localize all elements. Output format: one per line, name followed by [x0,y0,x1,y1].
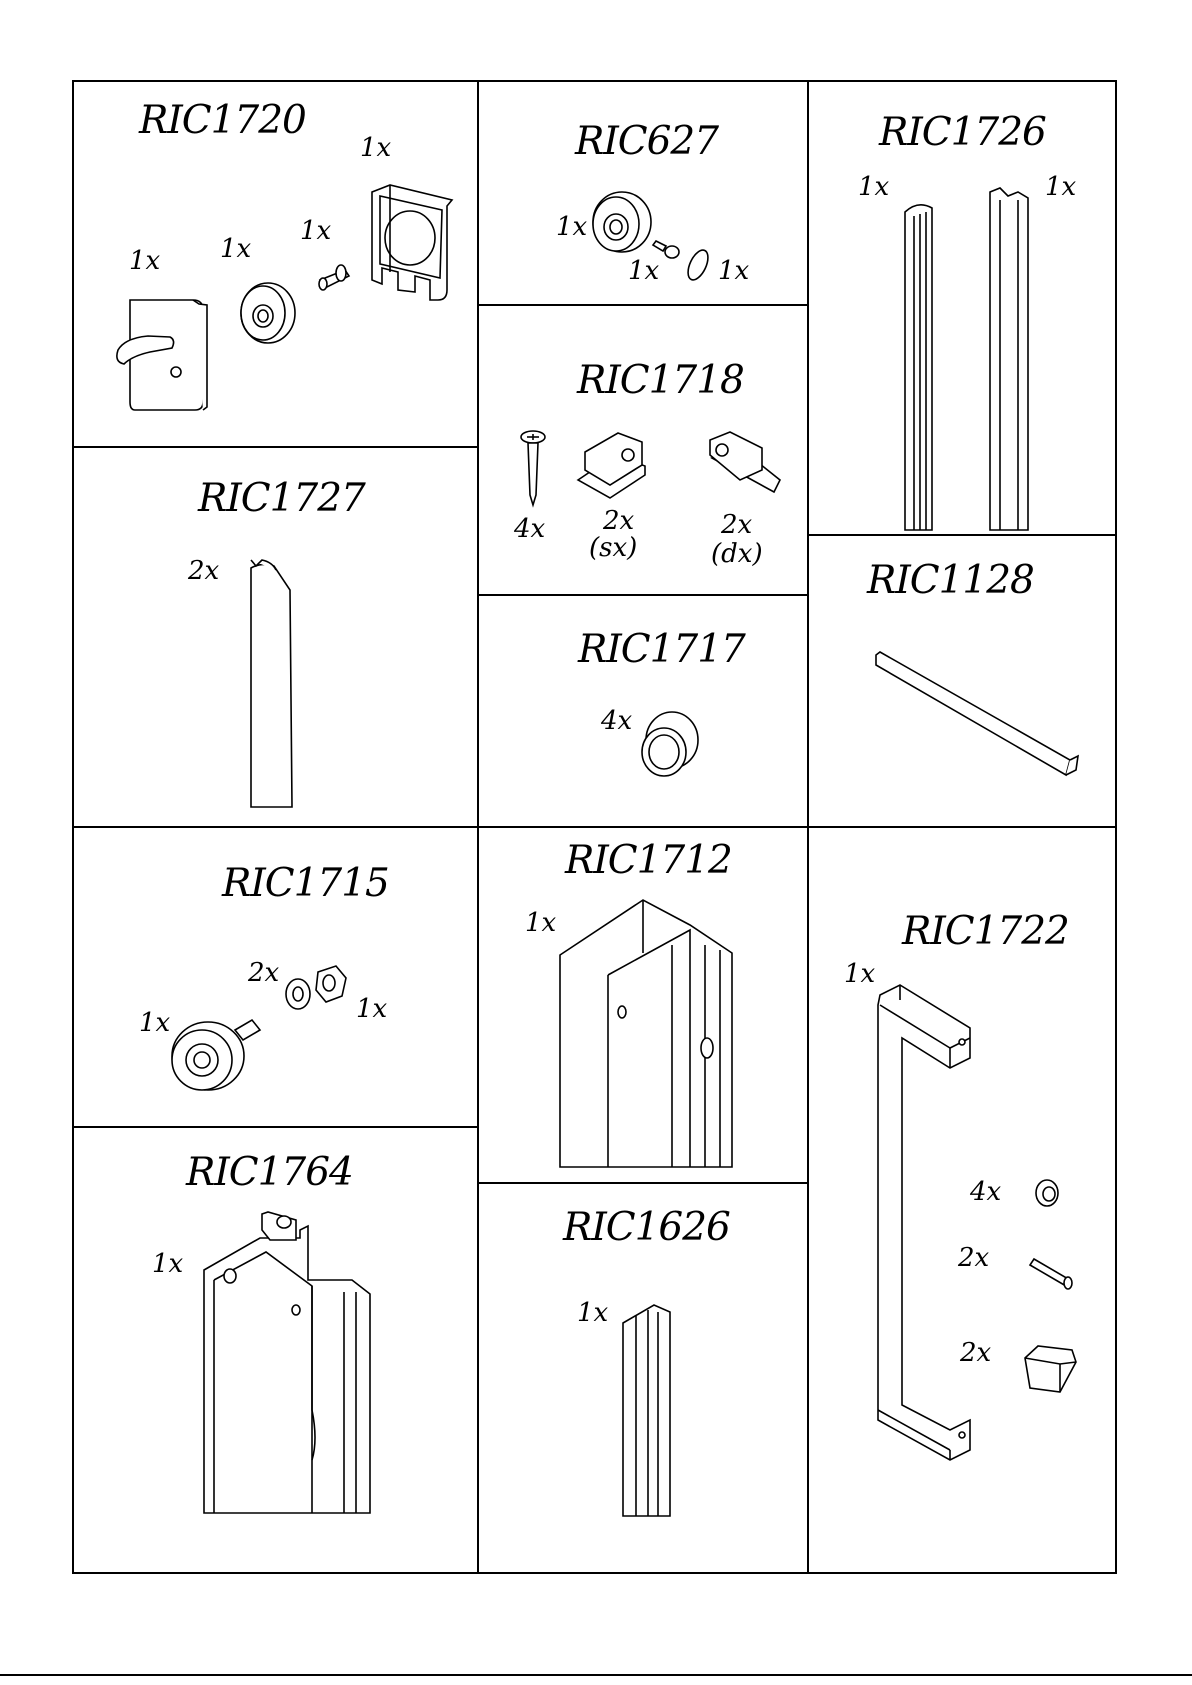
qty-handle: 1x [844,961,875,987]
ric1715-washer-nut [286,966,346,1009]
qty-wheel: 1x [220,236,251,262]
ric1720-wheel [241,283,295,343]
ric1722-handle [878,985,970,1460]
qty-screw: 1x [628,258,659,284]
ric1720-screw [319,265,349,290]
part-code-ric1715: RIC1715 [222,864,389,903]
ric1128-strip [876,652,1078,775]
ric627-bearing [593,192,651,252]
qty-block-sx: 2x [603,508,634,534]
qty-washer: 2x [248,960,279,986]
ric1718-block-sx [578,433,645,498]
qty-end-block: 2x [960,1340,991,1366]
ric627-screw-washer [653,241,712,283]
qty-ring: 4x [601,708,632,734]
ric1715-roller [172,1020,260,1090]
part-code-ric1720: RIC1720 [139,101,306,140]
qty-washer: 1x [718,258,749,284]
qty-cap: 4x [970,1179,1001,1205]
part-code-ric1626: RIC1626 [563,1208,730,1247]
qty-profile: 2x [188,558,219,584]
ric1717-ring [642,712,698,776]
qty-bracket: 1x [360,135,391,161]
ric1712-profile [560,900,732,1167]
side-label-sx: (sx) [589,535,637,561]
part-code-ric1128: RIC1128 [867,561,1034,600]
part-code-ric1717: RIC1717 [578,630,745,669]
qty-block-dx: 2x [721,512,752,538]
qty-profile: 1x [525,910,556,936]
ric1764-profile [204,1212,370,1513]
qty-pin: 2x [958,1245,989,1271]
qty-plate: 1x [129,248,160,274]
ric1727-profile [251,560,292,807]
ric1722-small-parts [1025,1180,1076,1392]
qty-screw: 1x [300,218,331,244]
part-code-ric1727: RIC1727 [198,479,365,518]
qty-profile: 1x [577,1300,608,1326]
qty-roller: 1x [139,1010,170,1036]
ric1718-screw [521,431,545,505]
qty-nut: 1x [356,996,387,1022]
part-code-ric1712: RIC1712 [565,841,732,880]
ric1720-plate [117,300,207,410]
qty-profile: 1x [152,1251,183,1277]
ric1718-block-dx [710,432,780,492]
ric1626-profile [623,1305,670,1516]
qty-profile-right: 1x [1045,174,1076,200]
ric1720-bracket [372,185,452,300]
side-label-dx: (dx) [711,541,763,567]
footer-rule [0,1674,1192,1676]
qty-bearing: 1x [556,214,587,240]
qty-profile-left: 1x [858,174,889,200]
qty-screw: 4x [514,516,545,542]
part-code-ric1764: RIC1764 [186,1153,353,1192]
part-code-ric1718: RIC1718 [577,361,744,400]
part-code-ric1722: RIC1722 [902,912,1069,951]
ric1726-profiles [905,188,1028,530]
part-code-ric1726: RIC1726 [879,113,1046,152]
part-code-ric627: RIC627 [575,122,718,161]
